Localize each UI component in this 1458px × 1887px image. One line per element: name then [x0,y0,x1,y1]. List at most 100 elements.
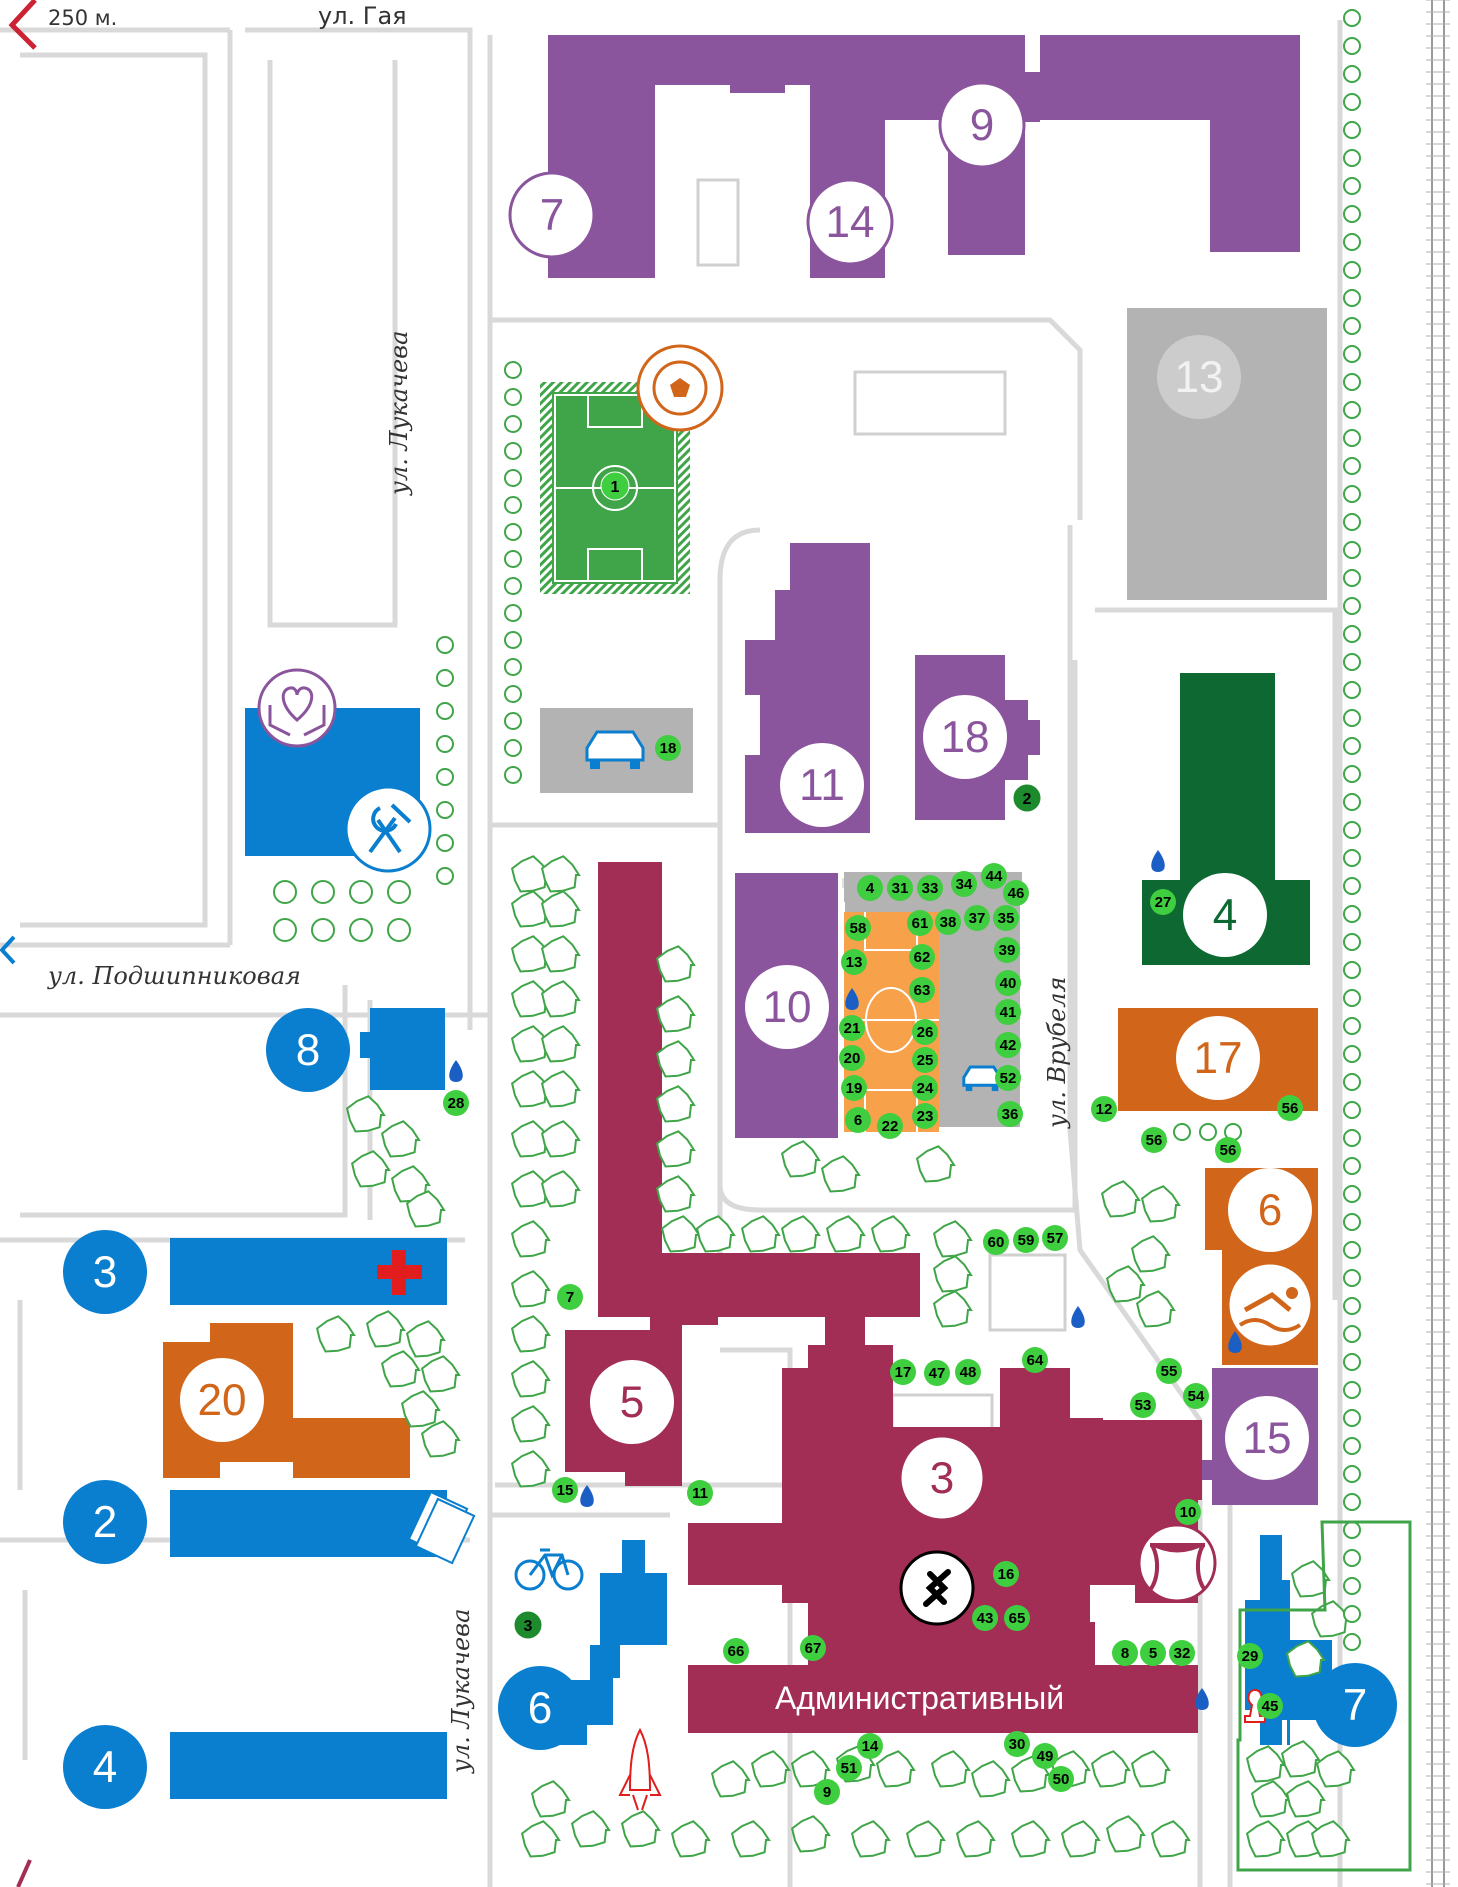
marker[interactable]: 57 [1042,1225,1068,1251]
marker[interactable]: 50 [1048,1766,1074,1792]
building-4-blue[interactable] [170,1732,447,1799]
building-badge-8[interactable]: 8 [266,1008,350,1092]
marker[interactable]: 47 [924,1360,950,1386]
building-9-wing[interactable] [1040,35,1300,252]
marker[interactable]: 19 [841,1075,867,1101]
building-badge-7-blue[interactable]: 7 [1313,1663,1397,1747]
marker-dark[interactable]: 2 [1012,783,1042,813]
marker[interactable]: 62 [909,944,935,970]
marker[interactable]: 9 [814,1779,840,1805]
marker[interactable]: 33 [917,875,943,901]
marker[interactable]: 15 [552,1477,578,1503]
marker[interactable]: 56 [1215,1137,1241,1163]
building-8[interactable] [360,1008,445,1090]
building-badge-17[interactable]: 17 [1176,1016,1260,1100]
marker[interactable]: 21 [839,1015,865,1041]
marker[interactable]: 53 [1130,1392,1156,1418]
map-left-arrow-icon[interactable] [8,0,37,50]
building-badge-5[interactable]: 5 [590,1360,674,1444]
marker[interactable]: 42 [995,1032,1021,1058]
bicycle-icon[interactable] [514,1548,584,1591]
building-badge-20[interactable]: 20 [180,1358,264,1442]
marker[interactable]: 27 [1150,889,1176,915]
marker[interactable]: 56 [1141,1127,1167,1153]
marker[interactable]: 48 [955,1359,981,1385]
building-7-blue[interactable] [1245,1535,1332,1745]
building-5-wing[interactable] [598,862,920,1345]
building-4-green[interactable] [1142,673,1310,965]
marker[interactable]: 37 [964,905,990,931]
theater-icon[interactable] [1137,1523,1217,1603]
building-badge-10[interactable]: 10 [745,965,829,1049]
marker[interactable]: 8 [1112,1640,1138,1666]
marker[interactable]: 38 [935,909,961,935]
shazam-icon[interactable] [899,1550,975,1626]
marker[interactable]: 22 [877,1113,903,1139]
building-badge-13[interactable]: 13 [1157,335,1241,419]
marker[interactable]: 64 [1022,1347,1048,1373]
charity-icon[interactable] [257,668,337,748]
marker[interactable]: 39 [994,937,1020,963]
marker[interactable]: 45 [1257,1693,1283,1719]
marker[interactable]: 18 [655,735,681,761]
building-badge-3-main[interactable]: 3 [898,1434,986,1522]
building-badge-4-green[interactable]: 4 [1183,873,1267,957]
building-badge-7[interactable]: 7 [508,171,596,259]
marker[interactable]: 40 [995,970,1021,996]
marker[interactable]: 10 [1175,1499,1201,1525]
first-aid-icon[interactable] [377,1250,422,1295]
marker[interactable]: 29 [1237,1643,1263,1669]
rocket-icon[interactable] [618,1727,662,1811]
marker[interactable]: 60 [983,1229,1009,1255]
map-left-arrow-icon[interactable] [0,935,16,965]
marker[interactable]: 46 [1003,880,1029,906]
marker[interactable]: 34 [951,871,977,897]
marker[interactable]: 59 [1013,1227,1039,1253]
marker[interactable]: 43 [972,1605,998,1631]
restaurant-icon[interactable] [344,785,432,873]
marker[interactable]: 26 [912,1019,938,1045]
building-badge-4-blue[interactable]: 4 [63,1725,147,1809]
marker[interactable]: 31 [887,875,913,901]
marker[interactable]: 67 [800,1635,826,1661]
marker[interactable]: 12 [1091,1096,1117,1122]
marker[interactable]: 6 [845,1107,871,1133]
marker[interactable]: 61 [907,910,933,936]
marker[interactable]: 30 [1004,1731,1030,1757]
building-badge-3-blue[interactable]: 3 [63,1230,147,1314]
marker[interactable]: 25 [912,1047,938,1073]
building-badge-9[interactable]: 9 [938,81,1026,169]
marker[interactable]: 51 [836,1755,862,1781]
marker[interactable]: 44 [981,863,1007,889]
marker[interactable]: 16 [993,1561,1019,1587]
marker[interactable]: 11 [687,1480,713,1506]
marker[interactable]: 54 [1183,1383,1209,1409]
building-2-blue[interactable] [170,1490,447,1557]
building-badge-2-blue[interactable]: 2 [63,1480,147,1564]
marker-dark[interactable]: 1 [600,471,630,501]
marker[interactable]: 49 [1032,1743,1058,1769]
marker[interactable]: 65 [1004,1605,1030,1631]
marker[interactable]: 35 [993,905,1019,931]
marker[interactable]: 63 [909,977,935,1003]
marker[interactable]: 7 [557,1284,583,1310]
marker[interactable]: 23 [912,1103,938,1129]
marker[interactable]: 20 [839,1045,865,1071]
marker[interactable]: 14 [857,1733,883,1759]
marker[interactable]: 5 [1140,1640,1166,1666]
marker-dark[interactable]: 3 [513,1610,543,1640]
building-badge-18[interactable]: 18 [923,695,1007,779]
marker[interactable]: 36 [997,1101,1023,1127]
marker[interactable]: 52 [995,1065,1021,1091]
soccer-ball-icon[interactable] [636,344,724,432]
building-badge-6-orange[interactable]: 6 [1228,1168,1312,1252]
marker[interactable]: 28 [443,1090,469,1116]
marker[interactable]: 24 [912,1075,938,1101]
marker[interactable]: 56 [1277,1095,1303,1121]
marker[interactable]: 41 [995,999,1021,1025]
marker[interactable]: 32 [1169,1640,1195,1666]
marker[interactable]: 17 [890,1359,916,1385]
marker[interactable]: 4 [857,875,883,901]
marker[interactable]: 13 [841,949,867,975]
